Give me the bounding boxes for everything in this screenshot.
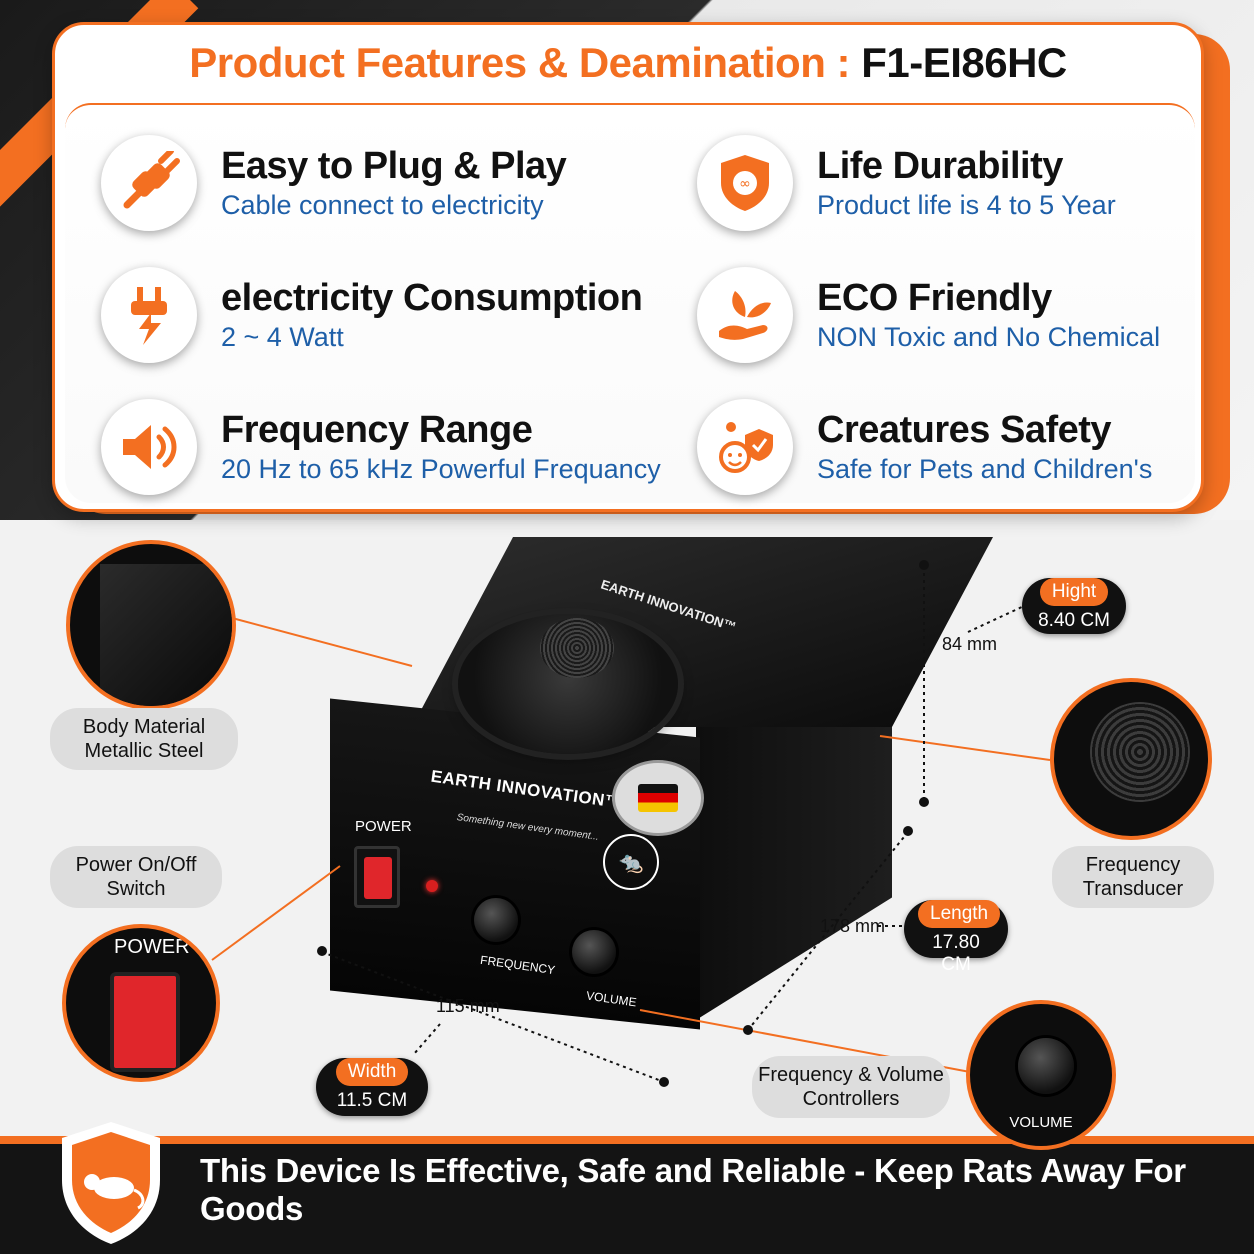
dimension-dot: [919, 560, 929, 570]
feature-subtitle: Product life is 4 to 5 Year: [817, 190, 1116, 220]
callout-line-1: Frequency: [1085, 854, 1181, 876]
dimension-label: Hight: [1039, 578, 1109, 606]
feature-eco-friendly: ECO Friendly NON Toxic and No Chemical: [697, 267, 1160, 363]
transducer-mesh-image: [1090, 702, 1190, 802]
length-mm: 178 mm: [820, 916, 886, 936]
plug-icon: [101, 135, 197, 231]
callout-line-1: Power On/Off: [75, 854, 197, 876]
body-corner-image: [100, 564, 232, 706]
leaf-hand-icon: [697, 267, 793, 363]
volume-knob-zoom: [1018, 1038, 1074, 1094]
callout-line-2: Metallic Steel: [84, 740, 204, 762]
volume-knob[interactable]: [572, 930, 616, 974]
height-tag: Hight 8.40 CM: [1022, 578, 1126, 634]
transducer-callout: Frequency Transducer: [1052, 846, 1214, 908]
footer-bar: [0, 1144, 1254, 1254]
svg-text:∞: ∞: [739, 176, 751, 192]
feature-title: Frequency Range: [221, 409, 533, 451]
feature-title: Easy to Plug & Play: [221, 145, 567, 187]
dimension-dot: [317, 946, 327, 956]
feature-subtitle: Cable connect to electricity: [221, 190, 544, 220]
callout-line-1: Body Material: [82, 716, 206, 738]
speaker-icon: [101, 399, 197, 495]
durability-shield-icon: ∞: [697, 135, 793, 231]
frequency-knob[interactable]: [474, 898, 518, 942]
zoom-body-corner: [66, 540, 236, 710]
features-card: Product Features & Deamination : F1-EI86…: [52, 22, 1204, 512]
zoom-power-label: POWER: [114, 936, 190, 958]
german-flag-icon: [638, 784, 678, 812]
zoom-power-switch: POWER: [62, 924, 220, 1082]
length-tag: Length 17.80 CM: [904, 900, 1008, 975]
dimension-value: 17.80 CM: [932, 932, 980, 975]
power-switch[interactable]: [354, 846, 400, 908]
dimension-dot: [903, 826, 913, 836]
feature-creatures-safety: Creatures Safety Safe for Pets and Child…: [697, 399, 1152, 495]
power-label: POWER: [355, 818, 412, 835]
feature-subtitle: Safe for Pets and Children's: [817, 454, 1153, 484]
feature-title: Creatures Safety: [817, 409, 1112, 451]
zoom-red-switch: [110, 972, 180, 1072]
dimension-dot: [919, 797, 929, 807]
feature-plug-play: Easy to Plug & Play Cable connect to ele…: [101, 135, 567, 231]
dimension-dot: [659, 1077, 669, 1087]
dimension-value: 11.5 CM: [336, 1090, 408, 1111]
speaker-mesh: [540, 618, 614, 678]
page-title: Product Features & Deamination : F1-EI86…: [55, 39, 1201, 87]
callout-line-2: Switch: [106, 878, 166, 900]
width-mm: 115 mm: [436, 996, 500, 1016]
controllers-callout: Frequency & Volume Controllers: [752, 1056, 950, 1118]
feature-title: Life Durability: [817, 145, 1063, 187]
feature-frequency-range: Frequency Range 20 Hz to 65 kHz Powerful…: [101, 399, 661, 495]
feature-title: ECO Friendly: [817, 277, 1052, 319]
callout-line-1: Frequency & Volume: [758, 1064, 944, 1086]
width-tag: Width 11.5 CM: [316, 1058, 428, 1116]
feature-subtitle: 20 Hz to 65 kHz Powerful Frequancy: [221, 454, 661, 484]
height-mm: 84 mm: [942, 634, 998, 654]
dimension-label: Length: [918, 900, 1001, 928]
feature-electricity-consumption: electricity Consumption 2 ~ 4 Watt: [101, 267, 643, 363]
footer-tagline: This Device Is Effective, Safe and Relia…: [200, 1152, 1186, 1227]
zoom-volume-label: VOLUME: [1009, 1114, 1073, 1131]
feature-subtitle: NON Toxic and No Chemical: [817, 322, 1161, 352]
callout-line-2: Controllers: [802, 1088, 900, 1110]
rat-icon: 🐀: [603, 834, 659, 890]
title-prefix: Product Features & Deamination :: [189, 39, 862, 86]
footer-accent-line: [0, 1136, 1254, 1144]
features-grid: Easy to Plug & Play Cable connect to ele…: [65, 103, 1195, 503]
power-plug-bolt-icon: [101, 267, 197, 363]
callout-line-2: Transducer: [1082, 878, 1184, 900]
dimension-value: 8.40 CM: [1038, 610, 1110, 631]
zoom-transducer: [1050, 678, 1212, 840]
power-led: [426, 880, 438, 892]
power-switch-callout: Power On/Off Switch: [50, 846, 222, 908]
feature-title: electricity Consumption: [221, 277, 643, 319]
zoom-volume-knob: VOLUME: [966, 1000, 1116, 1150]
feature-life-durability: ∞ Life Durability Product life is 4 to 5…: [697, 135, 1116, 231]
child-pet-shield-icon: [697, 399, 793, 495]
body-material-callout: Body Material Metallic Steel: [50, 708, 238, 770]
feature-subtitle: 2 ~ 4 Watt: [221, 322, 344, 352]
german-technology-badge: [612, 760, 704, 836]
model-number: F1-EI86HC: [861, 39, 1067, 86]
dimension-label: Width: [335, 1058, 409, 1086]
rat-shield-icon: [62, 1122, 160, 1244]
dimension-dot: [743, 1025, 753, 1035]
